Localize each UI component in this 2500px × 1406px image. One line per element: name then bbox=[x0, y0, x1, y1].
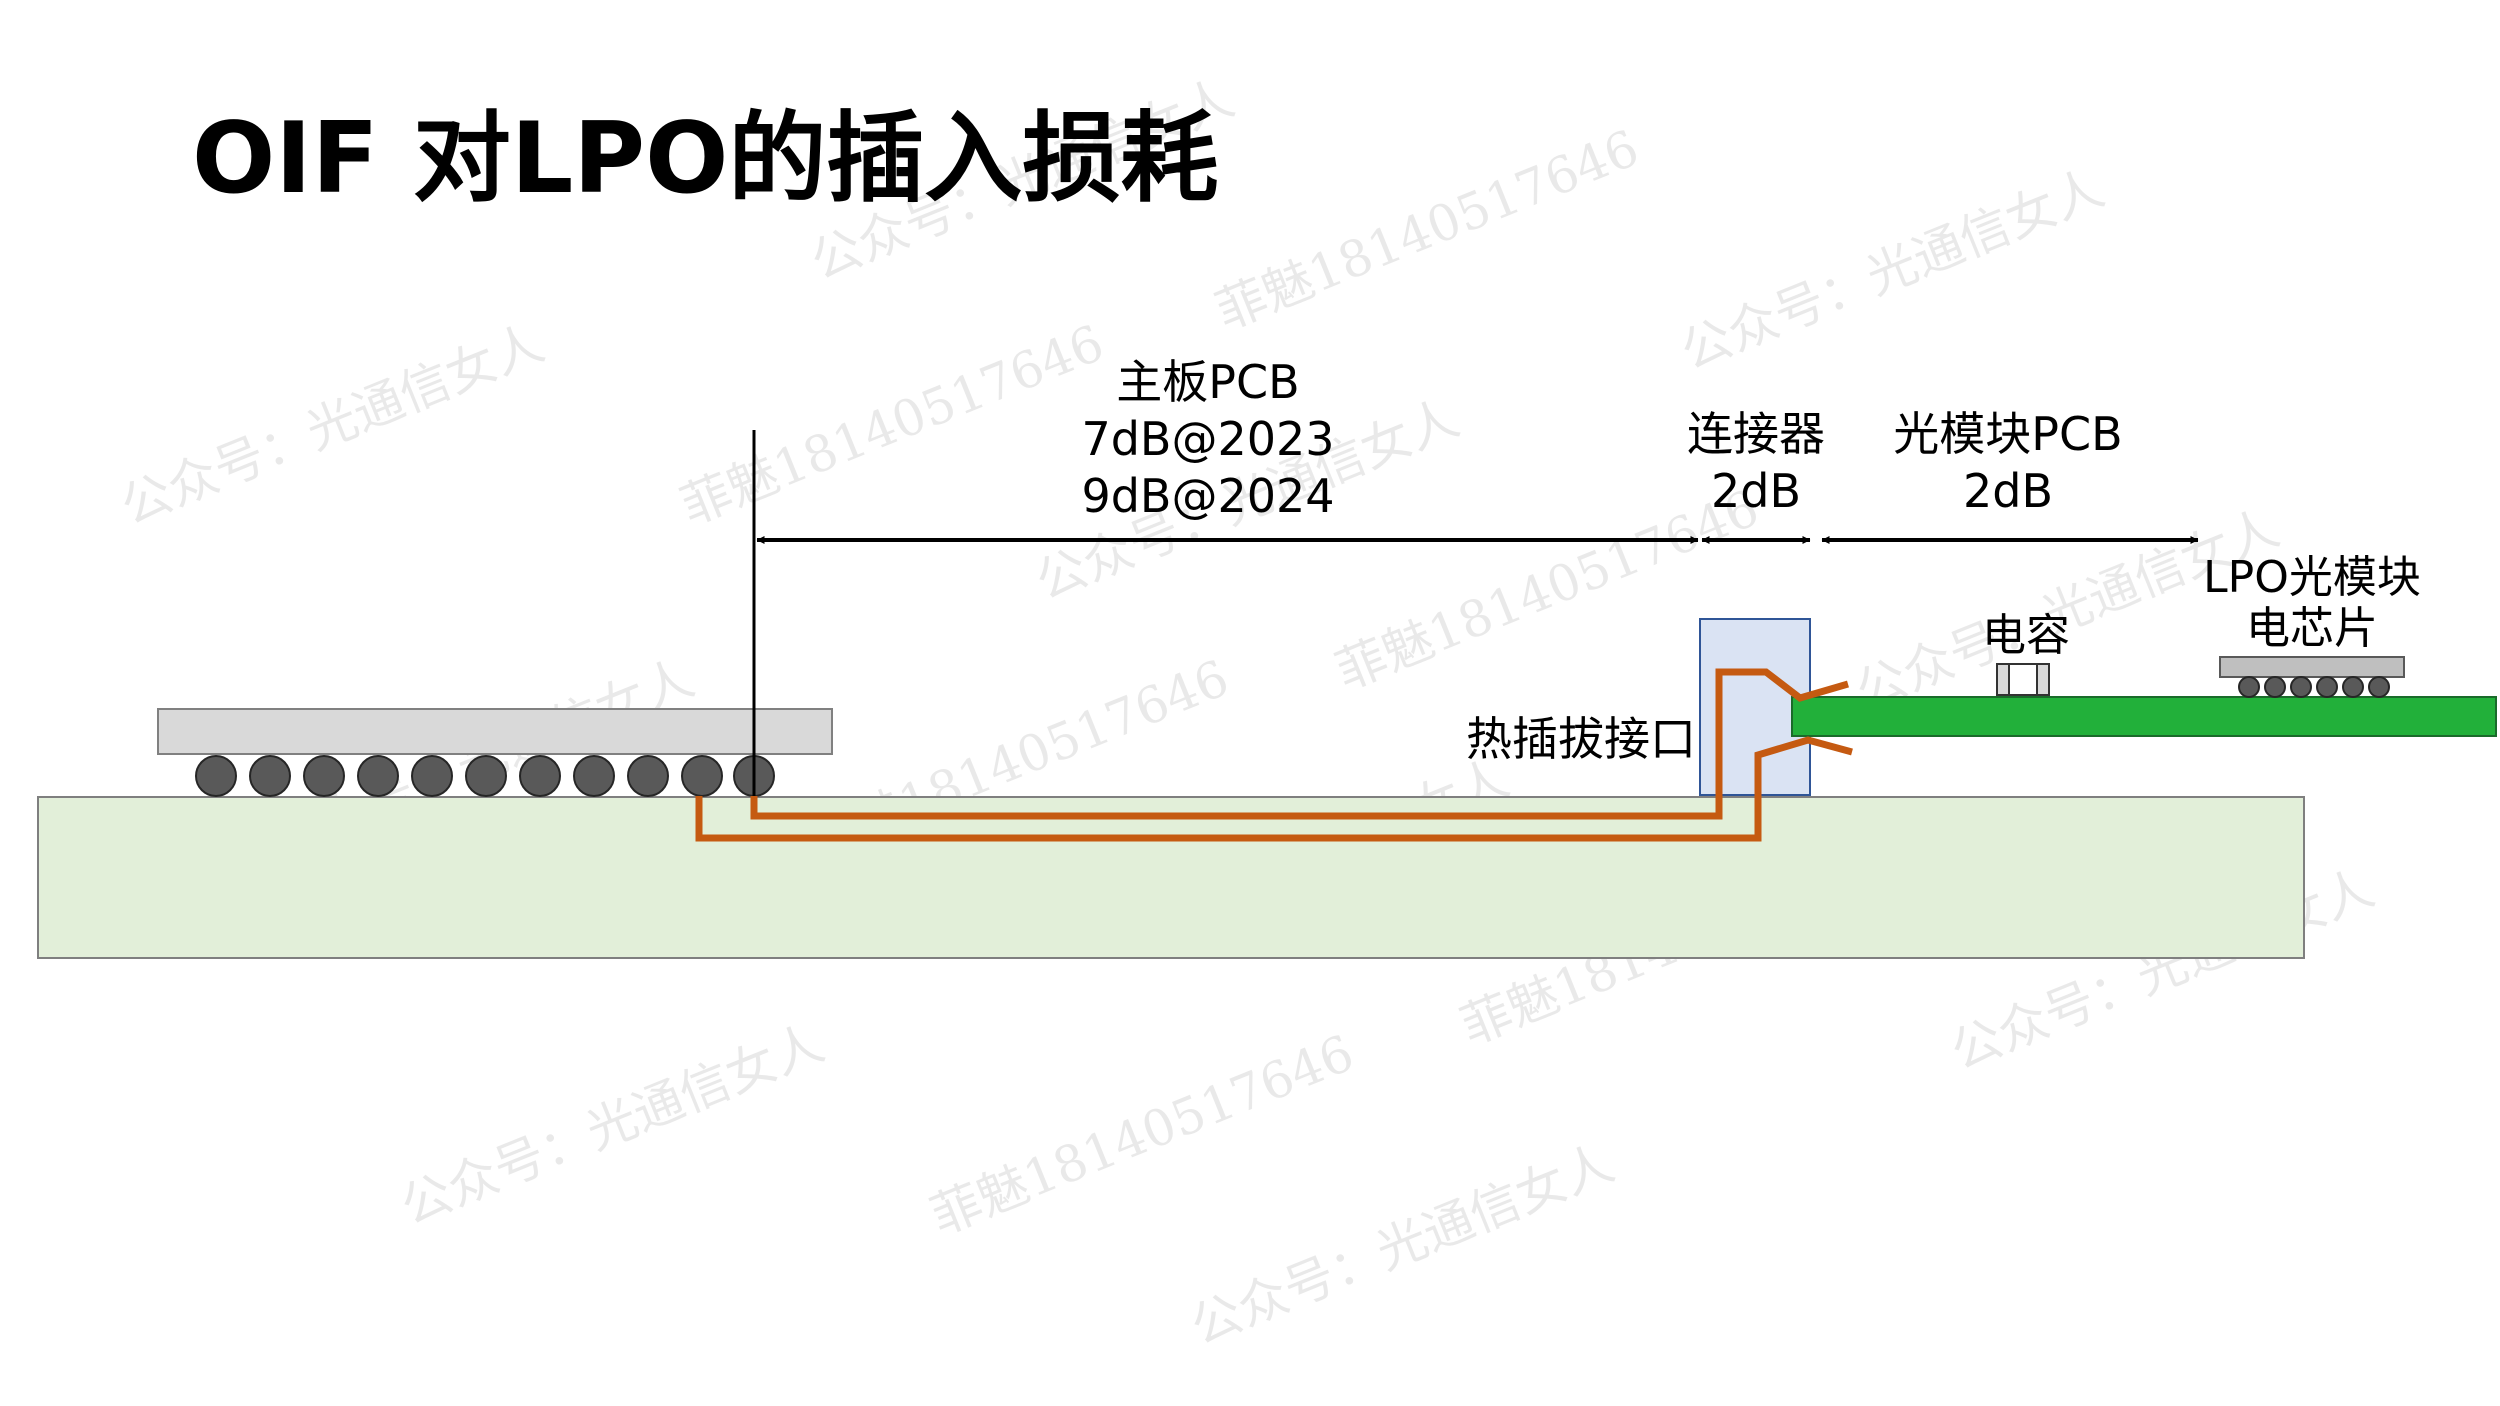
solder-ball bbox=[2368, 676, 2390, 698]
trace-lower bbox=[695, 736, 1853, 842]
watermark-contact: 菲魅18140517646 bbox=[1208, 119, 1647, 341]
hotplug-port-label: 热插拔接口 bbox=[1466, 712, 1696, 766]
solder-ball bbox=[465, 755, 507, 797]
solder-ball bbox=[2264, 676, 2286, 698]
watermark-contact: 菲魅18140517646 bbox=[923, 1024, 1362, 1246]
module-pcb-label: 光模块PCB bbox=[1893, 407, 2122, 461]
capacitor-label: 电容 bbox=[1982, 610, 2070, 661]
solder-ball bbox=[627, 755, 669, 797]
signal-traces bbox=[695, 668, 1853, 842]
solder-ball bbox=[2238, 676, 2260, 698]
lpo-chip-label-line1: LPO光模块 bbox=[2203, 552, 2421, 603]
solder-ball bbox=[2316, 676, 2338, 698]
solder-ball-array bbox=[195, 755, 775, 797]
solder-ball bbox=[573, 755, 615, 797]
solder-ball bbox=[411, 755, 453, 797]
mainboard-loss-2023: 7dB@2023 bbox=[1081, 412, 1334, 466]
mainboard-loss-2024: 9dB@2024 bbox=[1081, 469, 1334, 523]
mainboard-pcb bbox=[37, 796, 2305, 959]
watermark-wechat: 公众号：光通信女人 bbox=[393, 1014, 832, 1236]
solder-ball bbox=[519, 755, 561, 797]
host-chip-package bbox=[157, 708, 833, 755]
lpo-chip-package bbox=[2219, 656, 2405, 678]
watermark-wechat: 公众号：光通信女人 bbox=[1183, 1134, 1622, 1356]
solder-ball bbox=[2290, 676, 2312, 698]
solder-ball bbox=[681, 755, 723, 797]
capacitor-icon bbox=[1996, 663, 2050, 696]
solder-ball bbox=[195, 755, 237, 797]
solder-ball bbox=[249, 755, 291, 797]
lpo-chip-label-line2: 电芯片 bbox=[2246, 603, 2378, 654]
connector-loss: 2dB bbox=[1711, 464, 1801, 518]
mainboard-label: 主板PCB bbox=[1116, 355, 1299, 409]
lpo-chip-solder-balls bbox=[2238, 676, 2390, 698]
module-pcb bbox=[1791, 696, 2497, 737]
watermark-contact: 菲魅18140517646 bbox=[673, 314, 1112, 536]
trace-upper bbox=[750, 668, 1849, 820]
watermark-wechat: 公众号：光通信女人 bbox=[113, 314, 552, 536]
module-pcb-loss: 2dB bbox=[1963, 464, 2053, 518]
watermark-wechat: 公众号：光通信女人 bbox=[1673, 159, 2112, 381]
solder-ball bbox=[2342, 676, 2364, 698]
connector-label: 连接器 bbox=[1687, 407, 1825, 461]
solder-ball bbox=[357, 755, 399, 797]
solder-ball bbox=[303, 755, 345, 797]
page-title: OIF 对LPO的插入损耗 bbox=[192, 102, 1218, 216]
